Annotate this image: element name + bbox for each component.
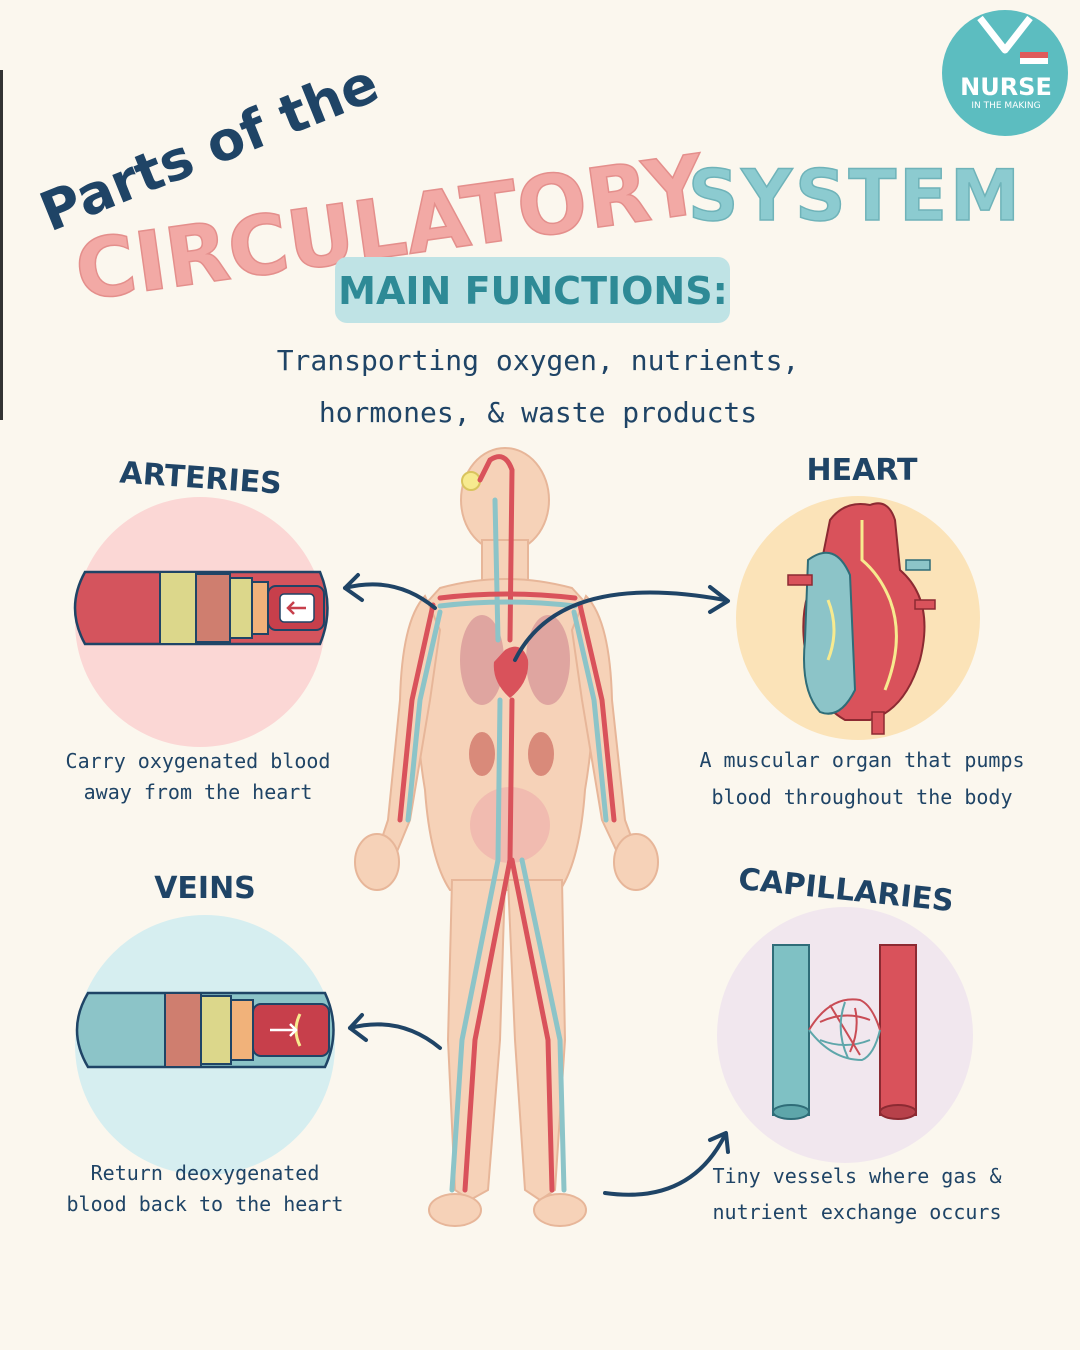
- heart-desc-2: blood throughout the body: [711, 785, 1012, 809]
- logo: NURSE IN THE MAKING: [942, 10, 1068, 136]
- functions-line-2: hormones, & waste products: [319, 396, 757, 429]
- capillary-bed-illustration: [772, 944, 917, 1120]
- functions-heading: MAIN FUNCTIONS:: [338, 269, 728, 313]
- left-kidney: [469, 732, 495, 776]
- brain-dot: [461, 471, 481, 491]
- arrow-to-capillaries: [603, 1133, 727, 1197]
- arrow-to-heart-head-icon: [708, 585, 730, 614]
- vein-flow-arrow-icon: [270, 1023, 298, 1037]
- artery-flow-arrow-icon: [286, 601, 306, 615]
- heart-anatomy-illustration: [787, 502, 936, 735]
- logo-flag-white: [1020, 58, 1048, 64]
- arteries-desc-2: away from the heart: [84, 780, 313, 804]
- logo-tagline: IN THE MAKING: [971, 101, 1040, 111]
- arteries-label: ARTERIES: [118, 455, 282, 501]
- arrow-to-veins-head-icon: [348, 1013, 368, 1042]
- right-kidney: [528, 732, 554, 776]
- blood-vessels: [397, 454, 617, 1193]
- left-lung: [460, 615, 504, 705]
- logo-check-icon: [977, 15, 1033, 54]
- human-body-illustration: [354, 447, 659, 1227]
- heart-desc-1: A muscular organ that pumps: [699, 748, 1024, 772]
- arteries-desc-1: Carry oxygenated blood: [66, 749, 331, 773]
- main-functions: MAIN FUNCTIONS: Transporting oxygen, nut…: [277, 257, 800, 429]
- title: Parts of the CIRCULATORY SYSTEM: [31, 51, 1023, 320]
- title-system: SYSTEM: [688, 155, 1023, 237]
- arteries-panel: ARTERIES Carry oxygenated blood away fro…: [66, 455, 331, 804]
- logo-badge: [942, 10, 1068, 136]
- capillaries-desc-1: Tiny vessels where gas &: [713, 1164, 1002, 1188]
- capillaries-panel: CAPILLARIES Tiny vessels where gas & nut…: [713, 862, 1002, 1224]
- arrow-to-capillaries-head-icon: [708, 1131, 730, 1154]
- arrow-to-arteries-head-icon: [343, 573, 364, 602]
- body-heart: [493, 646, 529, 698]
- pointer-arrows: [343, 573, 730, 1197]
- arrow-to-veins: [348, 1022, 442, 1050]
- logo-flag-red: [1020, 52, 1048, 58]
- functions-heading-pill: [335, 257, 730, 323]
- logo-name: NURSE: [960, 73, 1052, 101]
- capillaries-circle: [717, 907, 973, 1163]
- arrow-to-heart: [513, 590, 727, 662]
- functions-line-1: Transporting oxygen, nutrients,: [277, 344, 800, 377]
- artery-cross-section: [73, 570, 329, 646]
- capillaries-desc-2: nutrient exchange occurs: [713, 1200, 1002, 1224]
- arrow-to-arteries: [343, 582, 437, 610]
- veins-label: VEINS: [154, 871, 256, 906]
- veins-desc-1: Return deoxygenated: [91, 1161, 320, 1185]
- right-lung: [526, 615, 570, 705]
- vein-cross-section: [75, 991, 335, 1069]
- veins-desc-2: blood back to the heart: [67, 1192, 344, 1216]
- veins-panel: VEINS Return deoxygenated blood back to …: [67, 871, 344, 1216]
- heart-label: HEART: [806, 453, 918, 488]
- left-edge-line: [0, 70, 3, 420]
- heart-panel: HEART A muscular organ that pumps blood …: [699, 453, 1024, 809]
